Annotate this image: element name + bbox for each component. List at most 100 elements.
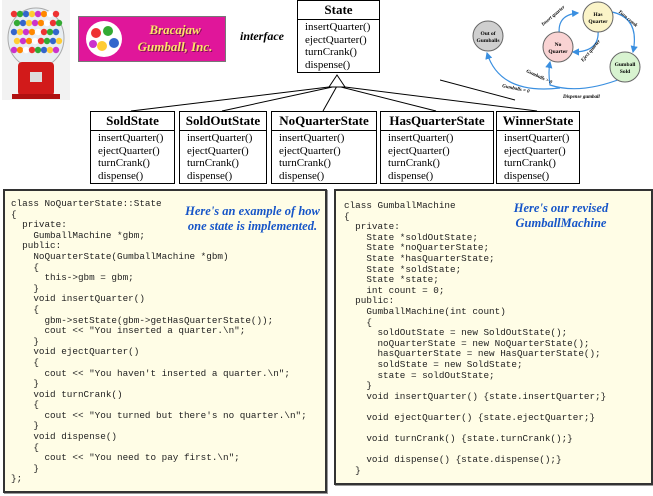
class-name: HasQuarterState — [381, 112, 493, 131]
method: insertQuarter() — [388, 132, 454, 144]
gumball — [16, 10, 24, 18]
gumball — [40, 28, 48, 36]
code-line: cout << "You turned but there's no quart… — [11, 409, 307, 421]
method: ejectQuarter() — [504, 144, 566, 157]
gumball — [28, 46, 36, 54]
left-note: Here's an example of how one state is im… — [185, 204, 320, 233]
code-line: GumballMachine(int count) — [344, 305, 506, 317]
company-logo: Bracajaw Gumball, Inc. — [78, 16, 226, 62]
gumball — [25, 19, 33, 27]
code-line: { — [11, 441, 39, 453]
code-line: GumballMachine *gbm; — [11, 229, 145, 241]
code-line: State *noQuarterState; — [344, 242, 490, 254]
gumball — [52, 46, 60, 54]
code-line: { — [11, 399, 39, 411]
code-line: { — [344, 210, 350, 222]
gumball — [46, 10, 54, 18]
method: turnCrank() — [388, 157, 440, 169]
gumball — [28, 28, 36, 36]
gumball — [19, 19, 27, 27]
code-line: }; — [11, 473, 23, 485]
class-name: NoQuarterState — [272, 112, 376, 131]
code-line: class GumballMachine — [344, 200, 456, 211]
transition-label: Gumballs = 0 — [502, 84, 531, 95]
method: turnCrank() — [98, 157, 150, 169]
class-name: State — [298, 1, 379, 20]
method: insertQuarter() — [305, 21, 371, 33]
method: turnCrank() — [279, 157, 331, 169]
code-line: } — [11, 420, 39, 432]
method: ejectQuarter() — [279, 144, 341, 157]
method: insertQuarter() — [504, 132, 570, 144]
code-line: class NoQuarterState::State — [11, 198, 162, 209]
gumball — [22, 10, 30, 18]
code-line: noQuarterState = new NoQuarterState(); — [344, 337, 590, 349]
code-line: } — [11, 462, 39, 474]
method: ejectQuarter() — [388, 144, 450, 157]
code-line: State *soldState; — [344, 263, 462, 275]
class-name: SoldState — [91, 112, 174, 131]
inheritance-arrows — [130, 74, 538, 112]
gumball — [10, 10, 18, 18]
code-line: void ejectQuarter() — [11, 346, 140, 358]
method: ejectQuarter() — [305, 33, 367, 46]
code-line: public: — [11, 240, 62, 252]
gumball — [55, 19, 63, 27]
gumball — [22, 46, 30, 54]
method: turnCrank() — [504, 157, 556, 169]
code-line: void turnCrank() {state.turnCrank();} — [344, 433, 573, 445]
method: dispense() — [388, 169, 434, 182]
class-name: WinnerState — [497, 112, 579, 131]
code-line: { — [11, 261, 39, 273]
code-line: soldOutState = new SoldOutState(); — [344, 327, 568, 339]
code-line: this->gbm = gbm; — [11, 272, 134, 284]
gumball — [49, 37, 57, 45]
code-line: void insertQuarter() {state.insertQuarte… — [344, 390, 607, 402]
gumball — [16, 28, 24, 36]
gumball — [40, 46, 48, 54]
gumball-logo-icon — [86, 21, 122, 57]
code-line: int count = 0; — [344, 284, 445, 296]
method: insertQuarter() — [187, 132, 253, 144]
method: ejectQuarter() — [187, 144, 249, 157]
gumball-machine-image — [2, 0, 70, 100]
code-line: { — [11, 208, 17, 220]
gumball — [31, 37, 39, 45]
code-line: void ejectQuarter() {state.ejectQuarter;… — [344, 411, 596, 423]
method: dispense() — [504, 169, 550, 182]
gumball — [10, 46, 18, 54]
code-line: cout << "You inserted a quarter.\n"; — [11, 325, 246, 337]
gumball — [52, 28, 60, 36]
method: dispense() — [98, 169, 144, 182]
code-line: void insertQuarter() — [11, 293, 145, 305]
gumball — [13, 37, 21, 45]
code-line: void turnCrank() — [11, 388, 123, 400]
code-line: State *soldOutState; — [344, 231, 478, 243]
code-line: gbm->setState(gbm->getHasQuarterState())… — [11, 314, 274, 326]
method: turnCrank() — [187, 157, 239, 169]
method: dispense() — [187, 169, 233, 182]
code-line: void dispense() {state.dispense();} — [344, 454, 562, 466]
method: insertQuarter() — [279, 132, 345, 144]
code-line: } — [11, 378, 39, 390]
code-line: hasQuarterState = new HasQuarterState(); — [344, 348, 601, 360]
method: insertQuarter() — [98, 132, 164, 144]
gumball — [13, 19, 21, 27]
code-line: state = soldOutState; — [344, 369, 495, 381]
gumball — [52, 10, 60, 18]
code-line: } — [344, 380, 372, 392]
code-line: } — [344, 464, 361, 476]
method: ejectQuarter() — [98, 144, 160, 157]
gumball — [49, 19, 57, 27]
gumball — [55, 37, 63, 45]
class-name: SoldOutState — [180, 112, 266, 131]
code-line: void dispense() — [11, 431, 118, 443]
transition-label: Turn crank — [617, 10, 639, 29]
